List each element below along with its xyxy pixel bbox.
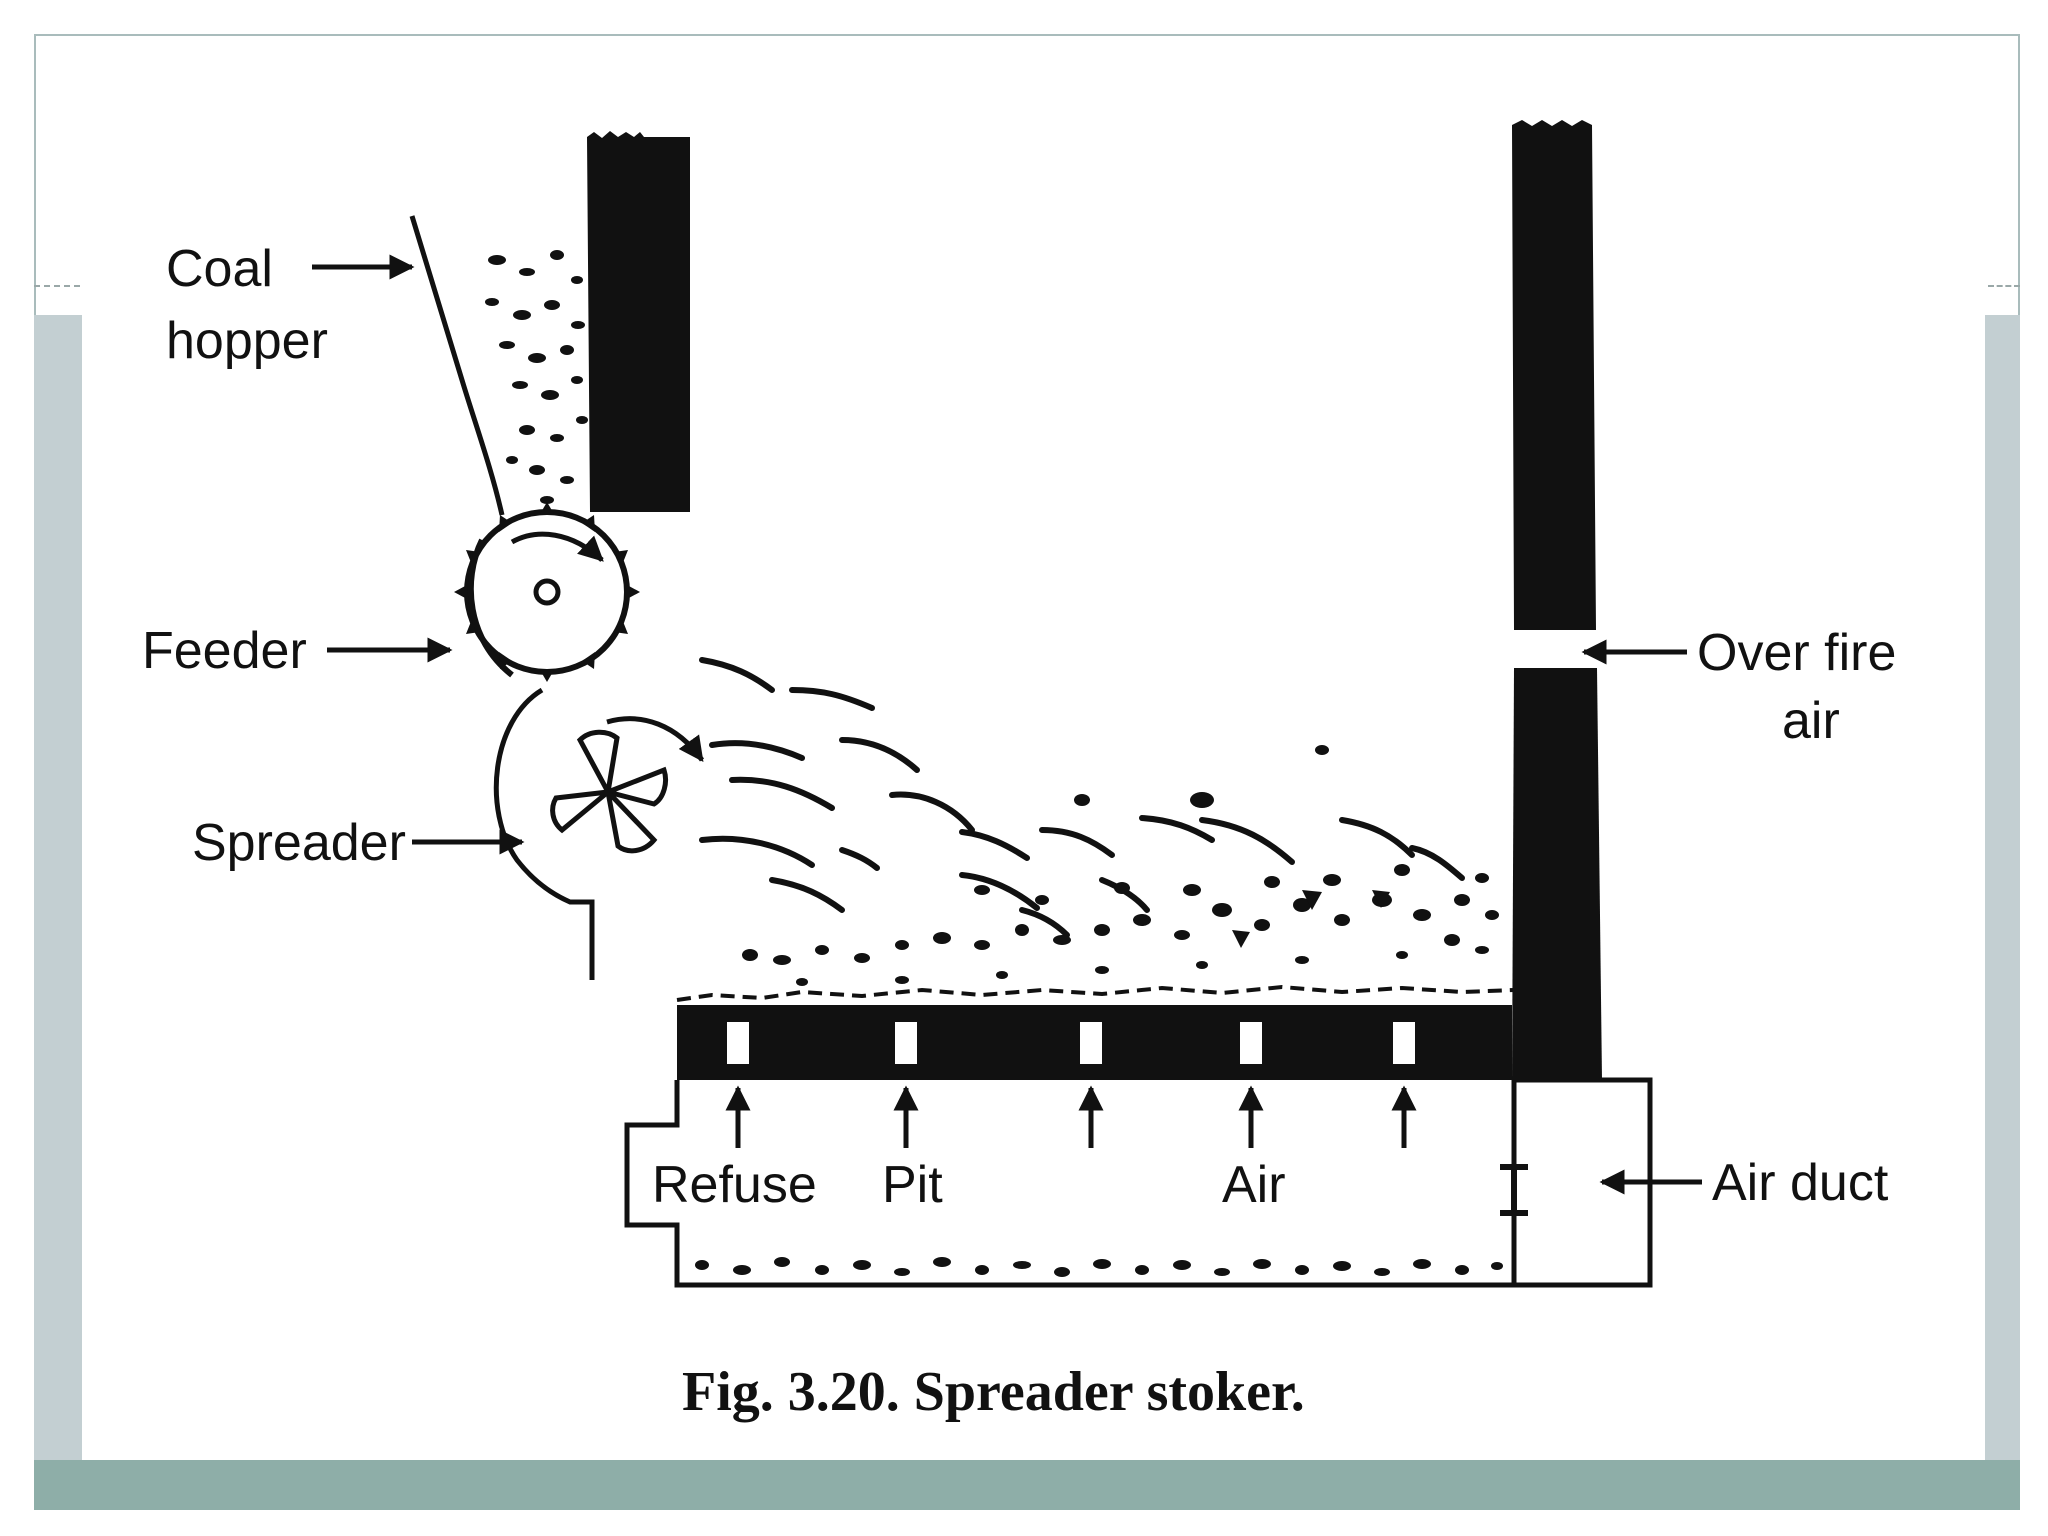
spreader-flow-arrow (606, 716, 705, 763)
coal-in-hopper (485, 250, 588, 504)
left-furnace-wall (587, 131, 690, 512)
slide-divider-right (1988, 285, 2020, 287)
coal-hopper (409, 215, 505, 516)
figure-panel: Coal hopper Feeder Spreader Over fire ai… (82, 40, 1985, 1460)
air-flow-arrows (725, 1085, 1417, 1148)
spreader-rotor (550, 729, 669, 854)
fuel-bed-surface (676, 984, 1515, 1002)
coal-hopper-label-line1: Coal (166, 240, 273, 298)
grate-air-openings (727, 1022, 1415, 1064)
right-furnace-wall-upper (1512, 120, 1596, 630)
pit-label: Pit (882, 1156, 943, 1214)
feeder-teeth (454, 502, 640, 682)
coal-hopper-label-line2: hopper (166, 312, 328, 370)
coal-trajectories (699, 657, 1465, 938)
air-duct-label: Air duct (1712, 1154, 1889, 1212)
slide-bottom-band (34, 1460, 2020, 1510)
slide-side-band-right (1985, 315, 2020, 1460)
feeder-rotation-arrow (510, 531, 604, 562)
slide-side-band-left (34, 315, 82, 1460)
feeder-axle (533, 578, 561, 606)
ash-in-pit (695, 1257, 1503, 1277)
spreader-housing (493, 687, 595, 980)
over-fire-air-port (1514, 630, 1596, 666)
over-fire-air-label-line1: Over fire (1697, 624, 1896, 682)
figure-caption: Fig. 3.20. Spreader stoker. (682, 1361, 1305, 1423)
fuel-bed (742, 745, 1499, 986)
refuse-pit-outline (624, 1080, 1517, 1288)
spreader-label: Spreader (192, 814, 406, 872)
feeder-partial-casing (467, 538, 514, 678)
right-furnace-wall-lower (1512, 668, 1602, 1080)
slide-divider-left (34, 285, 80, 287)
spreader-stoker-diagram: Coal hopper Feeder Spreader Over fire ai… (142, 120, 1896, 1423)
air-label: Air (1222, 1156, 1286, 1214)
refuse-label: Refuse (652, 1156, 817, 1214)
over-fire-air-label-line2: air (1782, 692, 1840, 750)
air-duct-damper (1500, 1164, 1528, 1216)
feeder-label: Feeder (142, 622, 307, 680)
